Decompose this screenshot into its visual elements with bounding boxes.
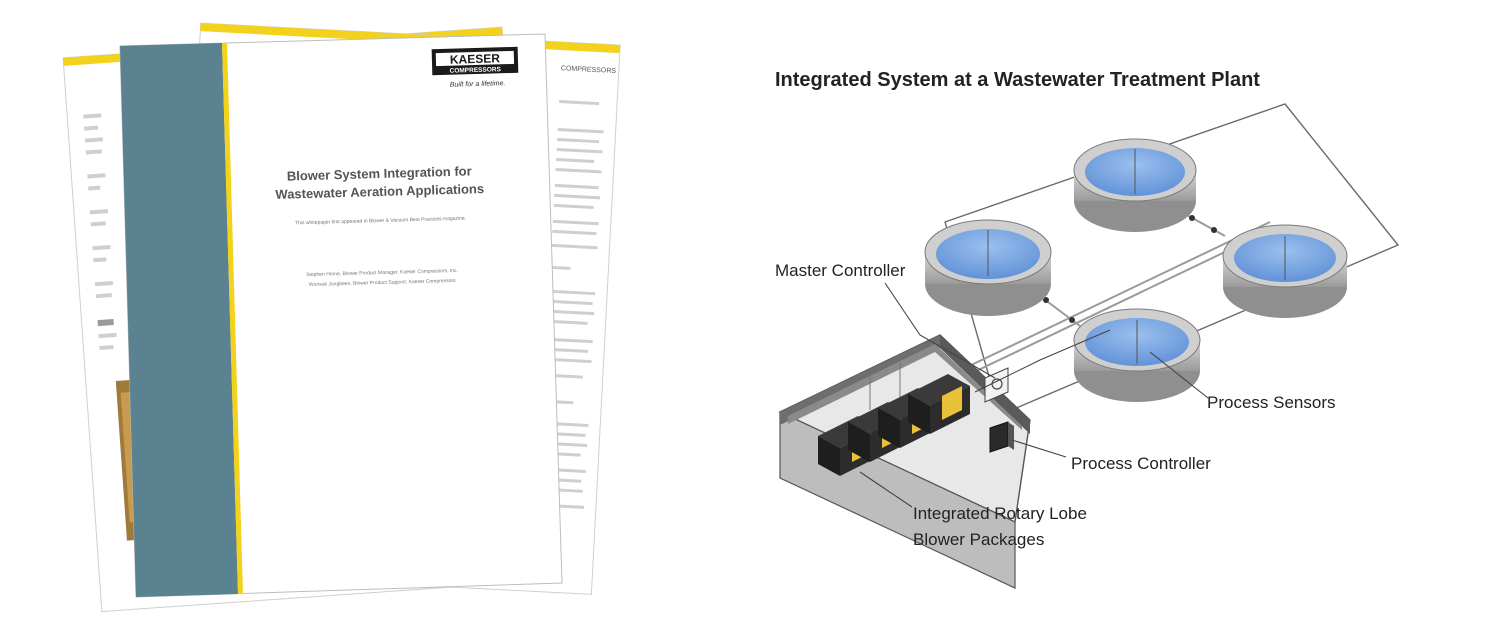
blower-packages: [818, 374, 970, 476]
cover-title-line1: Blower System Integration for: [287, 163, 472, 183]
blower-building: [778, 334, 1031, 589]
logo-brand: KAESER: [450, 51, 501, 66]
back-page-header: COMPRESSORS: [561, 65, 617, 75]
front-cover: KAESER COMPRESSORS Built for a lifetime.…: [119, 33, 563, 598]
blower-package: [908, 374, 970, 434]
label-process-sensors: Process Sensors: [1207, 393, 1336, 412]
aeration-tank-3: [1222, 224, 1348, 318]
leader-blower-packages: [859, 471, 913, 508]
cover-author-2: Wonsuk Jungbeen, Blower Product Support,…: [309, 278, 456, 288]
label-master-controller: Master Controller: [775, 261, 906, 280]
label-blower-packages-line2: Blower Packages: [913, 530, 1044, 549]
ground-plane: [944, 103, 1400, 416]
process-controller-unit: [989, 421, 1014, 453]
control-wire: [974, 329, 1111, 393]
cover-author-1: Stephen Horne, Blower Product Manager, K…: [306, 268, 458, 278]
aeration-tank-4: [1073, 308, 1201, 402]
cover-title-line2: Wastewater Aeration Applications: [275, 181, 484, 202]
wastewater-diagram: Integrated System at a Wastewater Treatm…: [775, 69, 1400, 589]
aeration-tank-2: [1073, 138, 1197, 232]
logo-tagline: Built for a lifetime.: [450, 80, 506, 89]
aeration-tank-1: [924, 219, 1052, 316]
label-blower-packages-line1: Integrated Rotary Lobe: [913, 504, 1087, 523]
leader-lines: [859, 282, 1209, 508]
logo-sub: COMPRESSORS: [450, 66, 502, 74]
leader-process-sensors: [1149, 351, 1209, 399]
brochure-stack: COMPRESSORS: [62, 22, 621, 613]
pipe-valves: [1043, 215, 1217, 323]
cover-subtitle: This whitepaper first appeared in Blower…: [295, 216, 466, 227]
cover-yellow-stripe: [222, 43, 243, 594]
leader-master-controller: [884, 282, 996, 379]
label-process-controller: Process Controller: [1071, 454, 1211, 473]
cover-teal-band: [120, 43, 238, 597]
diagram-title: Integrated System at a Wastewater Treatm…: [775, 69, 1260, 91]
leader-process-controller: [1011, 439, 1067, 458]
kaeser-logo: KAESER COMPRESSORS Built for a lifetime.: [431, 46, 519, 89]
